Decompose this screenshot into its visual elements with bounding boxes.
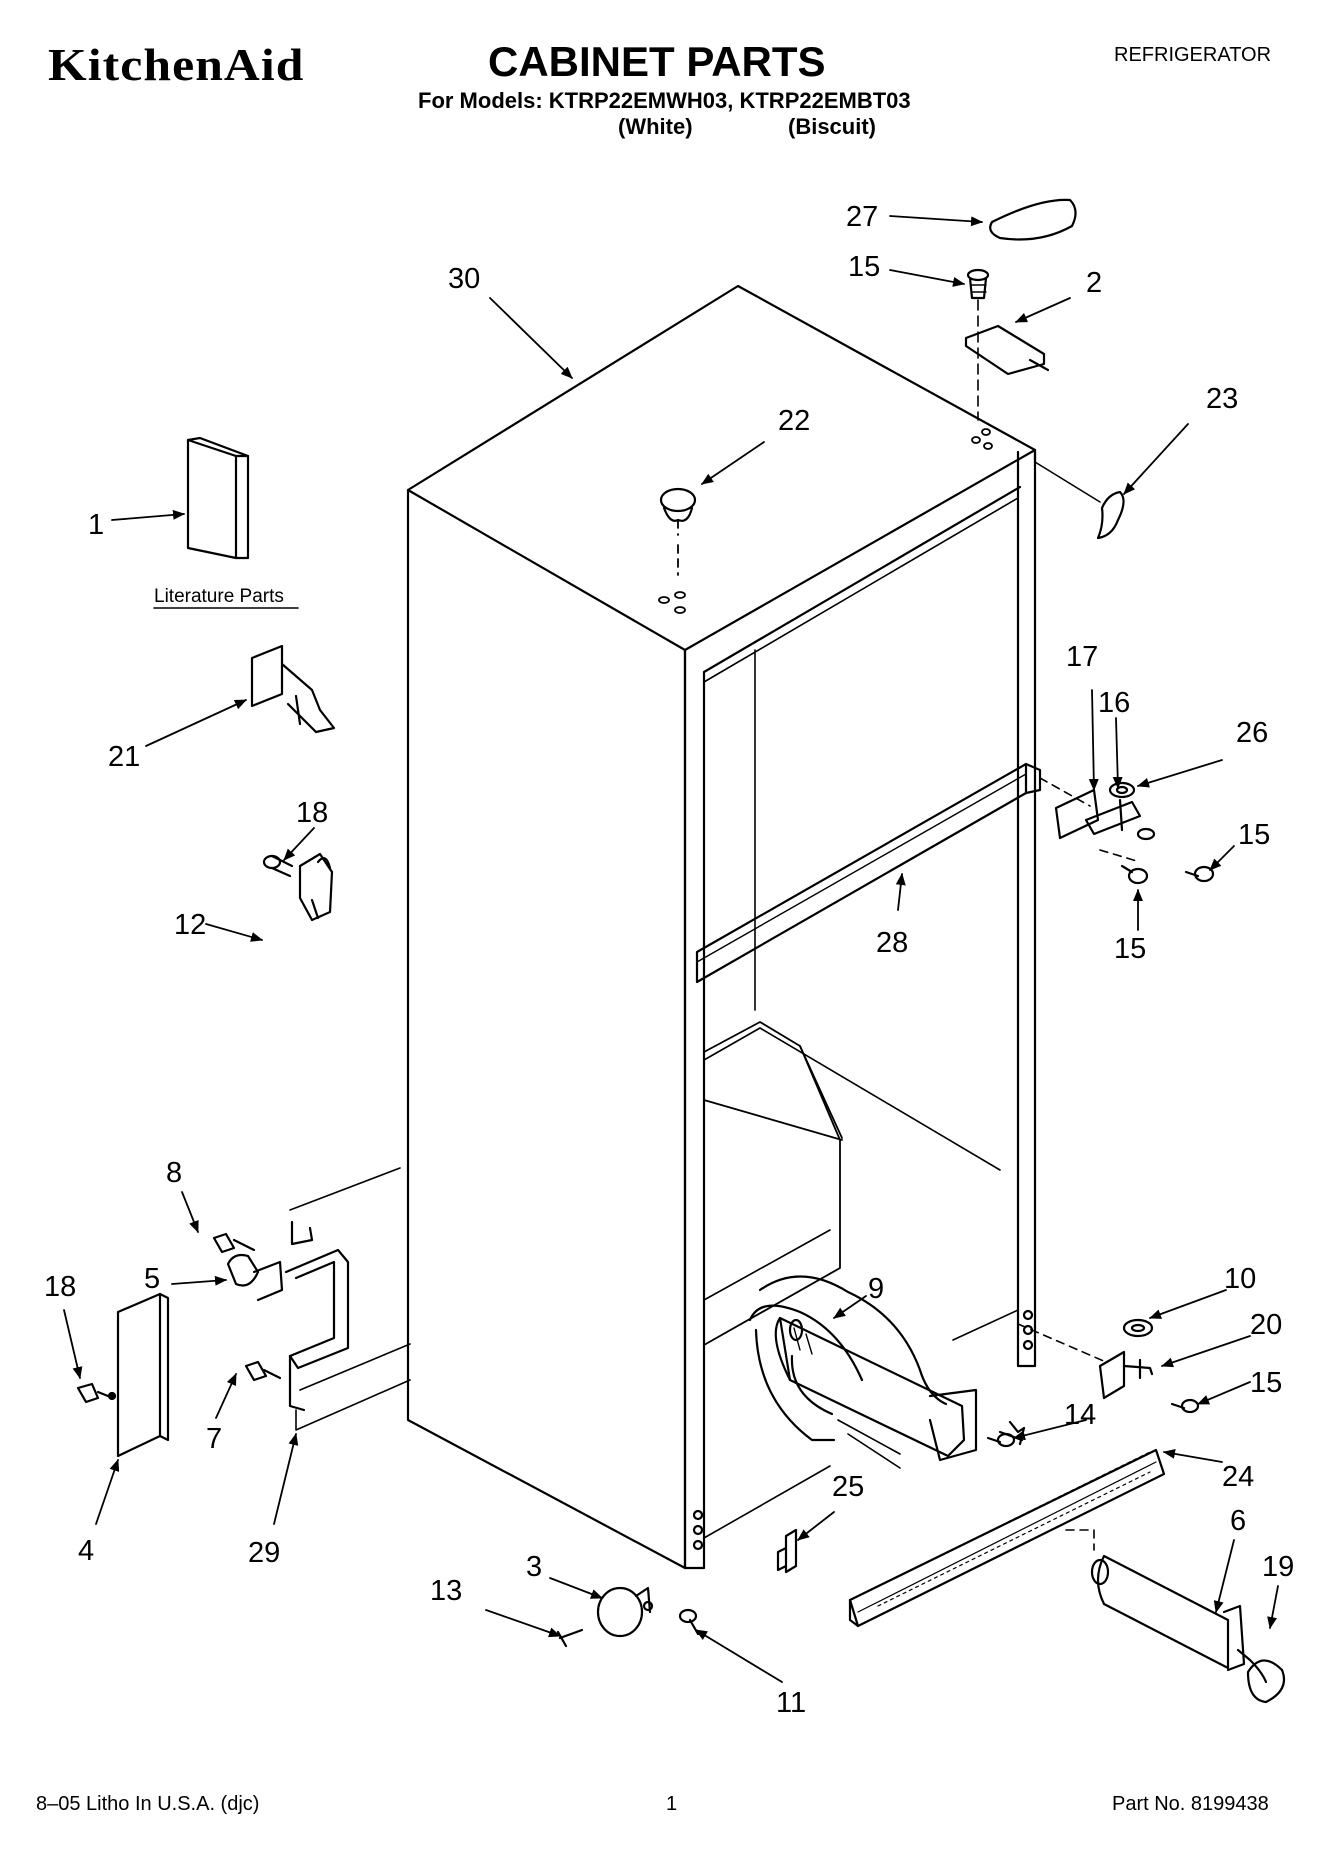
models-line: For Models: KTRP22EMWH03, KTRP22EMBT03 xyxy=(418,88,911,113)
callout-22: 22 xyxy=(778,405,810,437)
page-title: CABINET PARTS xyxy=(488,38,826,85)
callout-30: 30 xyxy=(448,263,480,295)
water-filter-cartridge xyxy=(1065,1529,1286,1704)
callout-13: 13 xyxy=(430,1575,462,1607)
callout-15-bottom: 15 xyxy=(1250,1367,1282,1399)
footer-litho: 8–05 Litho In U.S.A. (djc) xyxy=(36,1793,260,1815)
grille-bracket-parts xyxy=(986,1318,1200,1448)
hinge-pin-cover xyxy=(1034,461,1125,540)
evaporator-cover xyxy=(703,1021,843,1346)
callout-17: 17 xyxy=(1066,641,1098,673)
mounting-holes xyxy=(658,428,993,614)
plug-button xyxy=(659,487,697,576)
callout-26: 26 xyxy=(1236,717,1268,749)
callout-4: 4 xyxy=(78,1535,94,1567)
callout-14: 14 xyxy=(1064,1399,1096,1431)
water-filter-assembly xyxy=(748,1275,1026,1469)
callout-20: 20 xyxy=(1250,1309,1282,1341)
literature-parts-label: Literature Parts xyxy=(154,586,284,607)
top-hinge xyxy=(964,324,1050,376)
callout-15-lower: 15 xyxy=(1114,933,1146,965)
refrigerator-cabinet xyxy=(406,284,1037,1570)
callout-3: 3 xyxy=(526,1551,542,1583)
category-label: REFRIGERATOR xyxy=(1114,44,1272,66)
leveling-leg xyxy=(250,644,336,734)
callout-5: 5 xyxy=(144,1263,160,1295)
callout-18-lower: 18 xyxy=(44,1271,76,1303)
footer-page-number: 1 xyxy=(666,1793,678,1815)
callout-25: 25 xyxy=(832,1471,864,1503)
callout-7: 7 xyxy=(206,1423,222,1455)
callout-16: 16 xyxy=(1098,687,1130,719)
center-rail xyxy=(695,762,1042,984)
rear-roller xyxy=(556,1586,700,1648)
callout-28: 28 xyxy=(876,927,908,959)
roller-bracket xyxy=(262,852,334,922)
left-hinge-assembly xyxy=(76,1167,411,1458)
callout-19: 19 xyxy=(1262,1551,1294,1583)
literature-booklet xyxy=(186,436,250,560)
callout-10: 10 xyxy=(1224,1263,1256,1295)
variant-white: (White) xyxy=(618,114,693,139)
callout-23: 23 xyxy=(1206,383,1238,415)
hinge-cover xyxy=(989,198,1077,241)
tube-clip xyxy=(776,1528,798,1574)
callout-1: 1 xyxy=(88,509,104,541)
lower-hinge-assembly xyxy=(1039,777,1215,885)
callout-18-upper: 18 xyxy=(296,797,328,829)
callout-2: 2 xyxy=(1086,267,1102,299)
callout-6: 6 xyxy=(1230,1505,1246,1537)
callout-29: 29 xyxy=(248,1537,280,1569)
callout-27: 27 xyxy=(846,201,878,233)
leader-arrows xyxy=(63,215,1279,1683)
callout-8: 8 xyxy=(166,1157,182,1189)
footer-part-number: Part No. 8199438 xyxy=(1112,1793,1269,1815)
brand-logo: KitchenAid xyxy=(48,39,305,90)
callout-12: 12 xyxy=(174,909,206,941)
variant-biscuit: (Biscuit) xyxy=(788,114,876,139)
callout-24: 24 xyxy=(1222,1461,1254,1493)
callout-15-right: 15 xyxy=(1238,819,1270,851)
toe-grille xyxy=(848,1448,1166,1628)
callout-11: 11 xyxy=(776,1687,806,1719)
callout-15-top: 15 xyxy=(848,251,880,283)
callout-9: 9 xyxy=(868,1273,884,1305)
screw-top xyxy=(966,268,990,421)
callout-21: 21 xyxy=(108,741,140,773)
